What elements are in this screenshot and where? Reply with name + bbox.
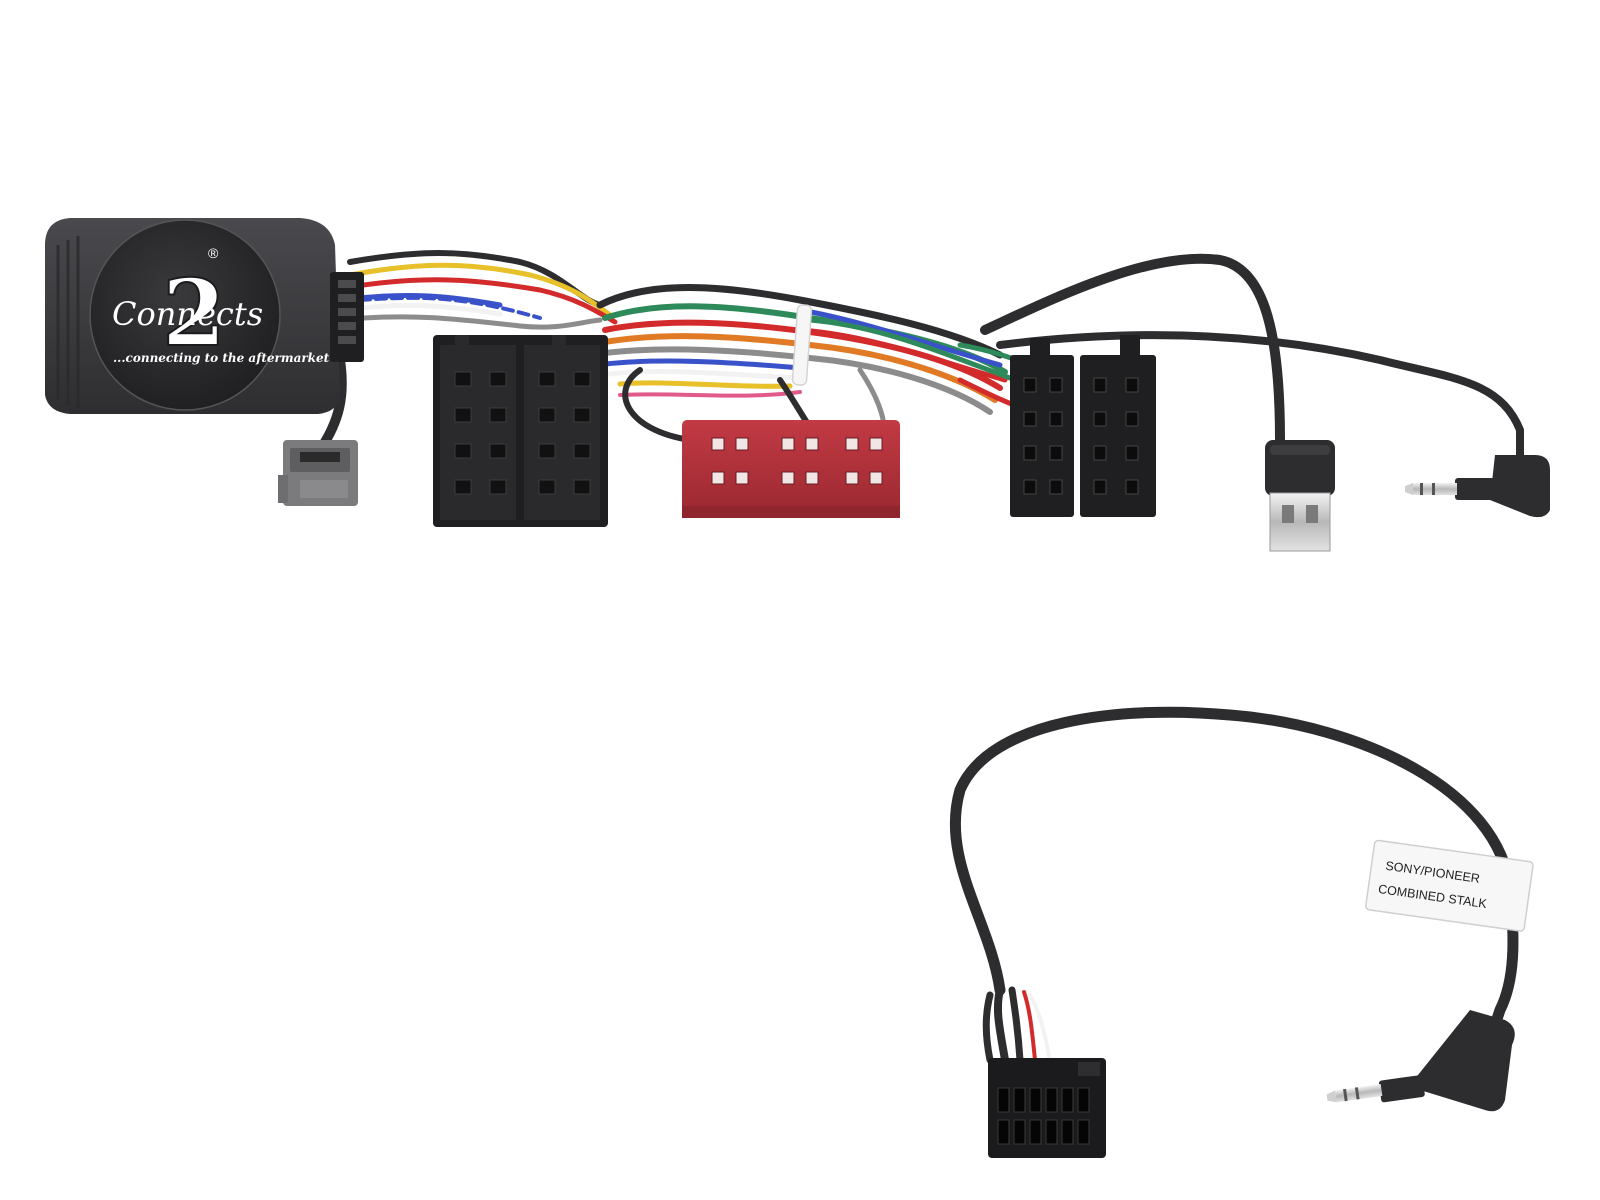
connector-pin [1125, 377, 1139, 393]
connector-pin [711, 437, 725, 451]
connector-pin [1029, 1087, 1042, 1113]
connector-pin [454, 479, 472, 495]
connector-pin [1125, 411, 1139, 427]
wire-bundle [315, 250, 1524, 464]
connector-pin [1093, 479, 1107, 495]
logo-tagline: ...connecting to the aftermarket [113, 351, 330, 365]
connector-pin [1029, 1119, 1042, 1145]
connector-pin [1023, 377, 1037, 393]
connector-pin [538, 407, 556, 423]
connector-pin [1049, 479, 1063, 495]
connector-pin [1049, 445, 1063, 461]
connector-pin [1049, 377, 1063, 393]
connector-pin [573, 407, 591, 423]
connector-pin [1045, 1087, 1058, 1113]
connector-pin [573, 371, 591, 387]
connector-pin [845, 471, 859, 485]
registered-mark: ® [208, 245, 219, 261]
connector-pin [711, 471, 725, 485]
black-iso-connector-left [433, 335, 608, 527]
jack-plug-icon [1405, 455, 1550, 518]
connector-pin [1023, 445, 1037, 461]
usb-plug-icon [1265, 440, 1335, 552]
connector-pin [735, 437, 749, 451]
connector-pin [1049, 411, 1063, 427]
logo-badge-icon [89, 219, 281, 411]
black-iso-connector-right [1010, 335, 1156, 517]
connector-pin [997, 1087, 1010, 1113]
connector-pin [538, 443, 556, 459]
connector-pin [1013, 1087, 1026, 1113]
connector-pin [1013, 1119, 1026, 1145]
connector-pin [573, 479, 591, 495]
patch-lead: SONY/PIONEER COMBINED STALK [949, 706, 1534, 1158]
logo-number: 2 [162, 259, 226, 367]
connector-pin [1093, 445, 1107, 461]
connector-pin [1125, 479, 1139, 495]
connector-pin [1093, 377, 1107, 393]
patch-lead-label: SONY/PIONEER COMBINED STALK [1365, 839, 1534, 932]
cable-tie-icon [791, 304, 813, 386]
connector-pin [489, 407, 507, 423]
connector-pin [489, 479, 507, 495]
connector-pin [489, 443, 507, 459]
connector-pin [454, 443, 472, 459]
connector-pin [781, 471, 795, 485]
connector-pin [1077, 1087, 1090, 1113]
connector-pin [573, 443, 591, 459]
logo-wordmark: Connects [112, 295, 263, 333]
interface-module: 2 Connects ® ...connecting to the afterm… [45, 218, 364, 414]
connector-pin [1093, 411, 1107, 427]
connector-pin [845, 437, 859, 451]
connector-pin [454, 407, 472, 423]
connector-pin [538, 479, 556, 495]
connector-pin [1061, 1119, 1074, 1145]
connector-pin [454, 371, 472, 387]
grey-connector [278, 440, 358, 506]
connector-pin [805, 437, 819, 451]
connector-pin [869, 437, 883, 451]
red-connector [682, 420, 900, 518]
connector-pin [1077, 1119, 1090, 1145]
connector-pin [997, 1119, 1010, 1145]
connector-pin [489, 371, 507, 387]
connector-pin [1023, 479, 1037, 495]
connector-pin [1061, 1087, 1074, 1113]
connector-pin [1125, 445, 1139, 461]
connector-pin [869, 471, 883, 485]
connector-pin [805, 471, 819, 485]
connector-pin [781, 437, 795, 451]
connector-pin [735, 471, 749, 485]
connector-pin [1023, 411, 1037, 427]
connector-pin [1045, 1119, 1058, 1145]
connector-pin [538, 371, 556, 387]
